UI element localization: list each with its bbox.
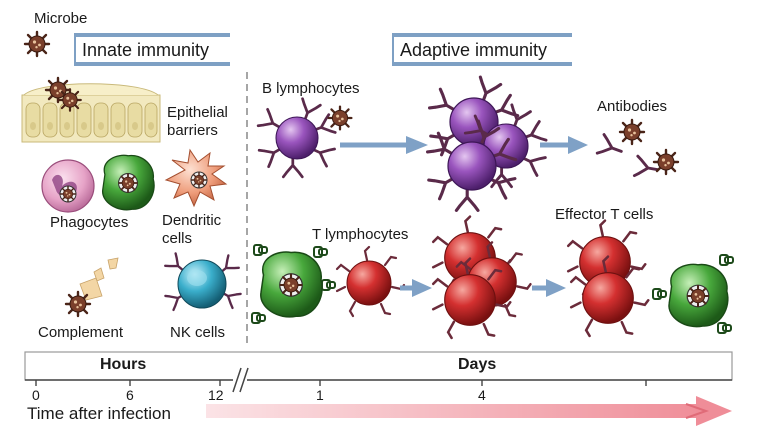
label-adaptive-immunity: Adaptive immunity <box>400 40 548 60</box>
label-b-lymphocytes: B lymphocytes <box>262 80 360 97</box>
arrow-b-antibodies <box>540 136 588 154</box>
neutrophil-cell <box>41 159 95 213</box>
time-arrow <box>206 396 732 426</box>
label-t-lymphocytes: T lymphocytes <box>312 226 409 243</box>
label-phagocytes: Phagocytes <box>50 214 129 231</box>
tick-12: 12 <box>208 387 224 403</box>
label-microbe: Microbe <box>34 10 88 27</box>
nk-cell <box>164 252 242 312</box>
label-epithelial-1: Epithelial <box>167 104 228 121</box>
epithelial-layer <box>21 76 161 143</box>
complement-fragments <box>64 257 119 318</box>
label-innate-immunity: Innate immunity <box>82 40 210 60</box>
label-hours: Hours <box>100 356 147 373</box>
tick-0: 0 <box>32 387 40 403</box>
tick-4: 4 <box>478 387 486 403</box>
tick-1: 1 <box>316 387 324 403</box>
label-effector-t-cells: Effector T cells <box>555 206 654 223</box>
label-complement: Complement <box>38 324 124 341</box>
label-dendritic-1: Dendritic <box>162 212 222 229</box>
label-nk-cells: NK cells <box>170 324 226 341</box>
label-dendritic-2: cells <box>162 230 193 247</box>
tick-6: 6 <box>126 387 134 403</box>
time-axis-title: Time after infection <box>27 404 171 423</box>
label-antibodies: Antibodies <box>597 98 668 115</box>
arrow-t-effector <box>532 279 566 297</box>
dendritic-cell <box>164 148 228 208</box>
label-epithelial-2: barriers <box>167 122 218 139</box>
arrow-t-expansion <box>400 279 432 297</box>
label-days: Days <box>458 356 497 373</box>
arrow-b-expansion <box>340 136 428 154</box>
